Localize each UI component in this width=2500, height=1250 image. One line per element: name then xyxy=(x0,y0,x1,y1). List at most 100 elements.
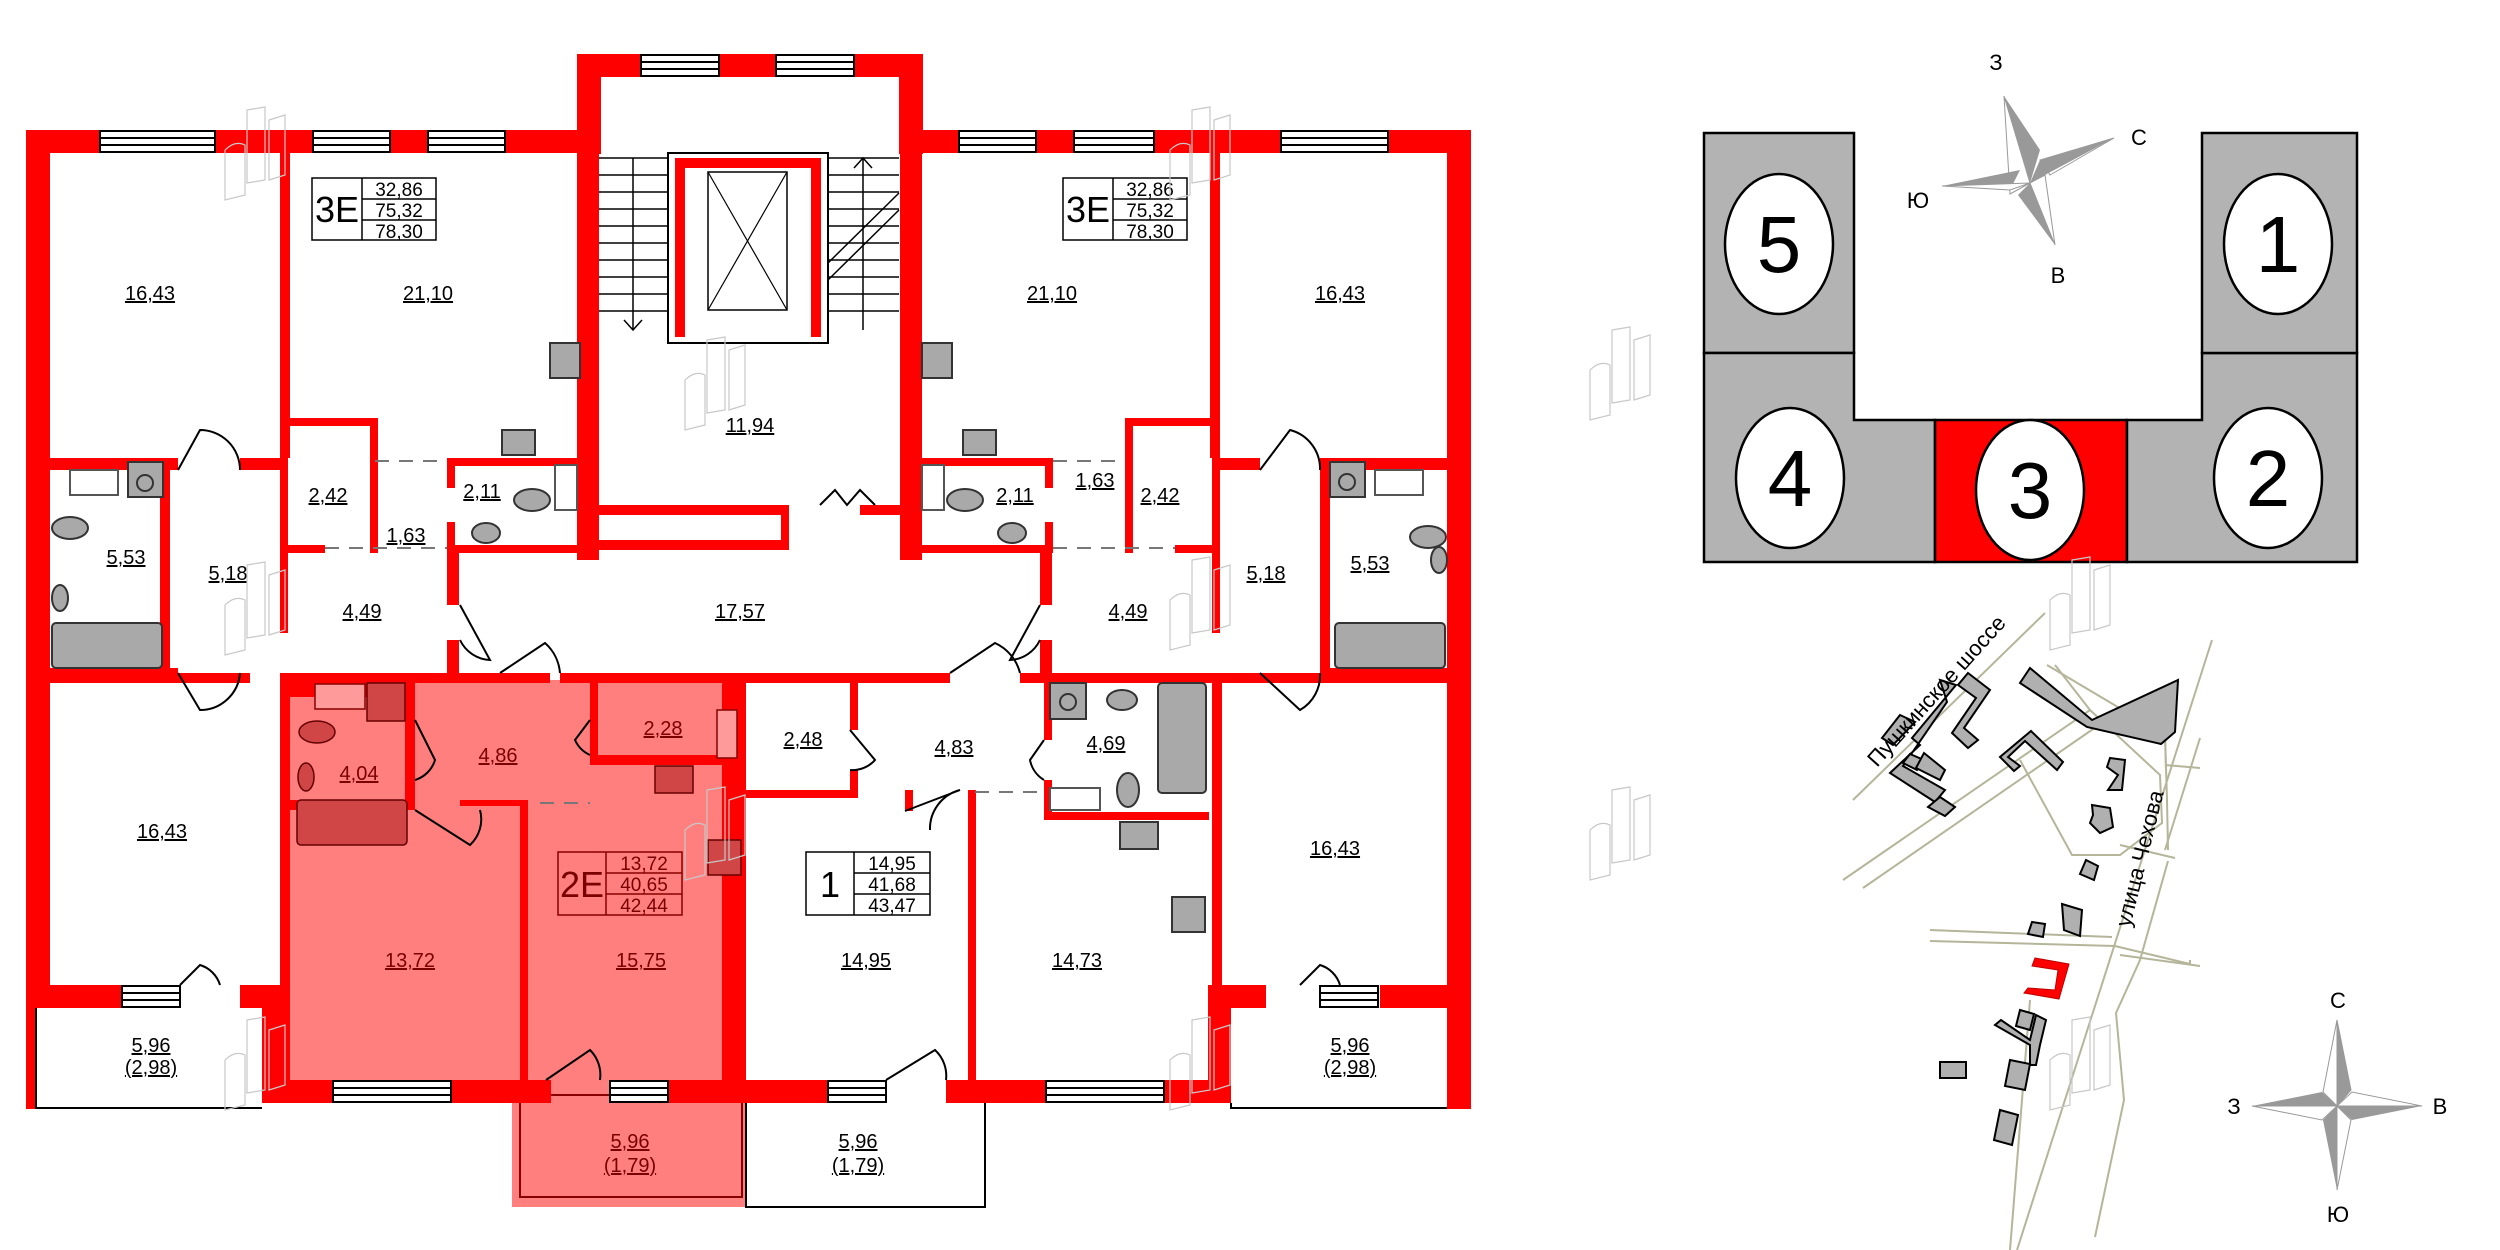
apartment-type: 3Е xyxy=(1066,189,1110,230)
svg-text:1: 1 xyxy=(2256,200,2301,289)
room-area: 4,49 xyxy=(1109,601,1148,623)
building xyxy=(2088,803,2115,835)
apartment-type: 1 xyxy=(820,864,840,905)
window xyxy=(332,1080,452,1103)
total-with-balcony: 43,47 xyxy=(868,896,916,917)
room-area: 5,18 xyxy=(209,563,248,585)
svg-text:4: 4 xyxy=(1768,434,1813,523)
window xyxy=(640,54,720,77)
balcony-reduced-area: (2,98) xyxy=(125,1057,177,1079)
bathtub-icon xyxy=(296,799,408,846)
window xyxy=(958,130,1037,153)
room-area: 5,53 xyxy=(107,547,146,569)
room-area: 14,95 xyxy=(841,950,891,972)
building xyxy=(1926,795,1957,818)
room-area: 2,42 xyxy=(1141,485,1180,507)
section-1-marker[interactable]: 1 xyxy=(2222,172,2334,316)
balconies xyxy=(35,1008,1447,1208)
window xyxy=(427,130,506,153)
balcony-area: 5,96 xyxy=(1331,1035,1370,1057)
stove-icon xyxy=(1374,469,1424,496)
building xyxy=(1992,1108,2020,1147)
sink-icon xyxy=(1430,546,1448,574)
total-area: 41,68 xyxy=(868,875,916,896)
apartment-tag-2e[interactable]: 2Е 13,72 40,65 42,44 xyxy=(557,851,683,917)
section-4-marker[interactable]: 4 xyxy=(1734,406,1846,550)
kitchen-sink-icon xyxy=(1119,821,1159,850)
total-with-balcony: 78,30 xyxy=(1126,222,1174,243)
balcony-area: 5,96 xyxy=(611,1131,650,1153)
room-area: 15,75 xyxy=(616,950,666,972)
building xyxy=(1888,678,1958,804)
section-5-marker[interactable]: 5 xyxy=(1723,172,1835,316)
room-area: 21,10 xyxy=(1027,283,1077,305)
svg-text:Ю: Ю xyxy=(2327,1202,2349,1227)
room-area: 5,18 xyxy=(1247,563,1286,585)
window xyxy=(1319,985,1379,1008)
toilet-icon xyxy=(946,488,984,512)
total-area: 75,32 xyxy=(375,201,423,222)
building xyxy=(2026,920,2047,939)
room-area: 4,83 xyxy=(935,737,974,759)
svg-text:В: В xyxy=(2051,263,2066,288)
site-map: Пушкинское шоссе улица Чехова xyxy=(1842,610,2213,1250)
window xyxy=(99,130,216,153)
total-area: 40,65 xyxy=(620,875,668,896)
total-area: 75,32 xyxy=(1126,201,1174,222)
bathtub-icon xyxy=(51,622,163,669)
section-2-marker[interactable]: 2 xyxy=(2212,406,2324,550)
fixtures xyxy=(51,342,1448,933)
building xyxy=(1998,729,2065,773)
building xyxy=(2078,858,2100,882)
svg-text:2: 2 xyxy=(2246,434,2291,523)
apartment-type: 2Е xyxy=(560,864,604,905)
window xyxy=(1280,130,1389,153)
apartment-tag-3e-left[interactable]: 3Е 32,86 75,32 78,30 xyxy=(311,177,437,243)
boiler-icon xyxy=(716,709,738,759)
building xyxy=(2060,902,2084,938)
window xyxy=(775,54,855,77)
balcony-reduced-area: (2,98) xyxy=(1324,1057,1376,1079)
section-key: 5 1 4 3 2 З С Ю xyxy=(1702,50,2359,564)
apartment-tag-3e-right[interactable]: 3Е 32,86 75,32 78,30 xyxy=(1062,177,1188,243)
street-label: улица Чехова xyxy=(2111,787,2169,929)
toilet-icon xyxy=(513,488,551,512)
room-area: 16,43 xyxy=(125,283,175,305)
sink-icon xyxy=(997,522,1027,544)
window xyxy=(1073,130,1155,153)
building xyxy=(1993,1013,2048,1066)
room-area: 1,63 xyxy=(1076,470,1115,492)
apartment-2e-highlight[interactable] xyxy=(283,680,746,1207)
svg-text:З: З xyxy=(2227,1094,2240,1119)
cooktop-icon xyxy=(549,342,581,379)
toilet-icon xyxy=(51,516,89,540)
section-3-marker[interactable]: 3 xyxy=(1974,418,2086,562)
room-area: 13,72 xyxy=(385,950,435,972)
bathtub-icon xyxy=(1157,682,1207,794)
svg-text:С: С xyxy=(2330,988,2346,1013)
kitchen-sink-icon xyxy=(501,429,536,456)
washer-icon xyxy=(366,682,406,722)
stove-icon xyxy=(314,683,366,710)
kitchen-sink-icon xyxy=(654,765,694,794)
toilet-icon xyxy=(1116,772,1140,808)
living-area: 13,72 xyxy=(620,854,668,875)
balcony-area: 5,96 xyxy=(839,1131,878,1153)
window xyxy=(827,1080,887,1103)
room-area: 2,48 xyxy=(784,729,823,751)
sink-icon xyxy=(297,762,315,792)
sink-icon xyxy=(471,522,501,544)
apartment-tag-1[interactable]: 1 14,95 41,68 43,47 xyxy=(805,851,931,917)
svg-text:Ю: Ю xyxy=(1907,188,1929,213)
room-area: 5,53 xyxy=(1351,553,1390,575)
room-area: 17,57 xyxy=(715,601,765,623)
room-area: 4,49 xyxy=(343,601,382,623)
building xyxy=(2018,666,2180,746)
washer-icon xyxy=(1049,682,1087,720)
room-area: 4,86 xyxy=(479,745,518,767)
room-area: 2,11 xyxy=(463,481,500,503)
building xyxy=(2014,1008,2036,1032)
windows xyxy=(99,54,1389,1103)
stove-icon xyxy=(69,469,119,496)
